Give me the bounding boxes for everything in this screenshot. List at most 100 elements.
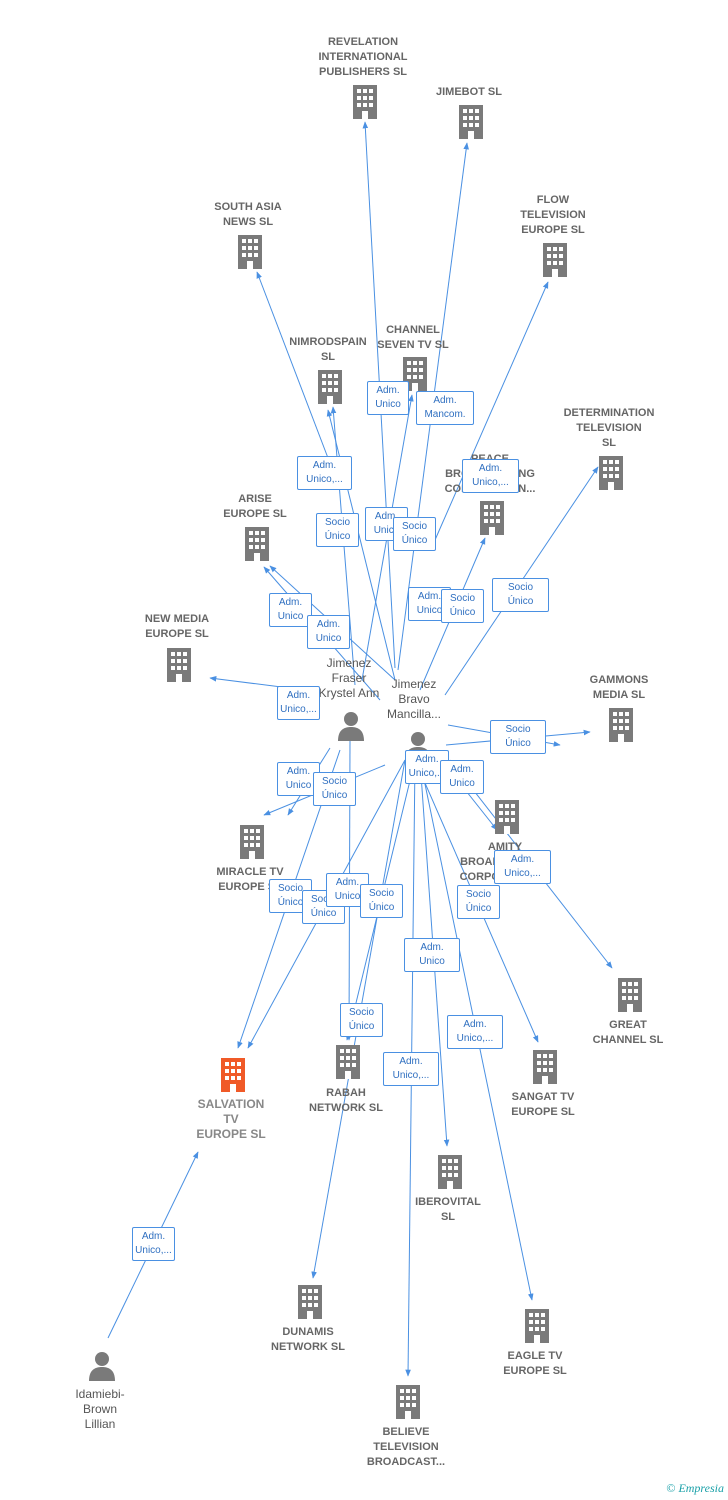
- node-label-line: Jimenez: [327, 656, 372, 670]
- relation-badge-line: Socio: [368, 888, 394, 899]
- relation-badge-line: Único: [505, 738, 531, 749]
- relation-badge-line: Socio: [505, 724, 531, 735]
- relation-badge-line: Socio: [449, 593, 475, 604]
- node-label-line: REVELATION: [328, 36, 398, 48]
- building-icon: [240, 825, 264, 859]
- relation-badge-line: Socio: [324, 517, 350, 528]
- building-icon: [167, 648, 191, 682]
- building-icon: [480, 501, 504, 535]
- relation-badge-line: Unico: [334, 891, 361, 902]
- node-label-line: NETWORK SL: [309, 1102, 383, 1114]
- relation-badge-line: Socio: [507, 582, 533, 593]
- relation-badge[interactable]: Adm.Unico,...: [462, 459, 519, 493]
- node-label-line: NIMRODSPAIN: [289, 336, 366, 348]
- relation-badge[interactable]: Adm.Unico,...: [297, 456, 352, 490]
- relation-badge-line: Socio: [348, 1007, 374, 1018]
- copyright-symbol: ©: [666, 1481, 676, 1495]
- relation-badge-line: Unico,...: [392, 1070, 430, 1081]
- node-label-line: EAGLE TV: [507, 1350, 563, 1362]
- node-label-line: TV: [223, 1112, 238, 1126]
- node-label-line: GREAT: [609, 1019, 647, 1031]
- building-icon: [495, 800, 519, 834]
- relation-badge-line: Único: [449, 607, 476, 618]
- relation-badge[interactable]: Adm.Unico: [440, 760, 484, 794]
- node-label-line: EUROPE SL: [223, 508, 287, 520]
- node-label-line: DETERMINATION: [564, 407, 655, 419]
- node-label: REVELATION INTERNATIONAL PUBLISHERS SL: [318, 36, 407, 78]
- relation-badge[interactable]: Adm.Unico,...: [494, 850, 551, 884]
- relation-badge[interactable]: Adm.Unico: [307, 615, 350, 649]
- brand-logo[interactable]: Empresia: [678, 1481, 724, 1495]
- company-jimebot[interactable]: JIMEBOT SL: [436, 86, 502, 139]
- node-label-line: IBEROVITAL: [415, 1196, 481, 1208]
- node-label-line: CHANNEL: [386, 324, 440, 336]
- relation-badge-line: Adm.: [510, 854, 535, 865]
- relation-badge-line: Adm.: [399, 1056, 423, 1067]
- building-icon: [609, 708, 633, 742]
- relation-badge[interactable]: Adm.Unico,...: [132, 1227, 175, 1261]
- relation-badge[interactable]: Adm.Unico,...: [447, 1015, 503, 1049]
- relation-badge[interactable]: Adm. Unico,...: [383, 1052, 439, 1086]
- node-label-line: INTERNATIONAL: [318, 51, 407, 63]
- node-label-line: MEDIA SL: [593, 689, 645, 701]
- relation-badge-line: Socio: [465, 889, 491, 900]
- node-label-line: PUBLISHERS SL: [319, 66, 407, 78]
- building-icon: [533, 1050, 557, 1084]
- relation-edge: [434, 281, 549, 541]
- relation-badge[interactable]: Adm.Mancom.: [416, 391, 474, 425]
- company-revelation[interactable]: REVELATION INTERNATIONAL PUBLISHERS SL: [318, 36, 408, 119]
- relation-badge-line: Unico: [315, 633, 342, 644]
- node-label-line: TELEVISION: [576, 422, 641, 434]
- relation-badge-line: Unico: [419, 956, 445, 967]
- building-icon: [245, 527, 269, 561]
- relation-badge[interactable]: Adm.Unico: [277, 762, 320, 796]
- building-icon: [599, 456, 623, 490]
- building-icon: [525, 1309, 549, 1343]
- relation-badge[interactable]: Adm.Unico: [404, 938, 460, 972]
- node-label-line: MIRACLE TV: [216, 866, 284, 878]
- node-label-line: Lillian: [85, 1417, 116, 1431]
- node-label-line: TELEVISION: [520, 209, 585, 221]
- relation-badge[interactable]: Adm.Unico: [269, 593, 312, 627]
- relation-badge-line: Adm.: [312, 460, 337, 471]
- relation-badge[interactable]: Adm.Unico: [367, 381, 409, 415]
- relation-badge[interactable]: Adm.Unico,...: [277, 686, 320, 720]
- relation-badge-line: Unico: [375, 399, 401, 410]
- relation-badge-line: Adm.: [335, 877, 360, 888]
- node-label-line: Bravo: [398, 692, 430, 706]
